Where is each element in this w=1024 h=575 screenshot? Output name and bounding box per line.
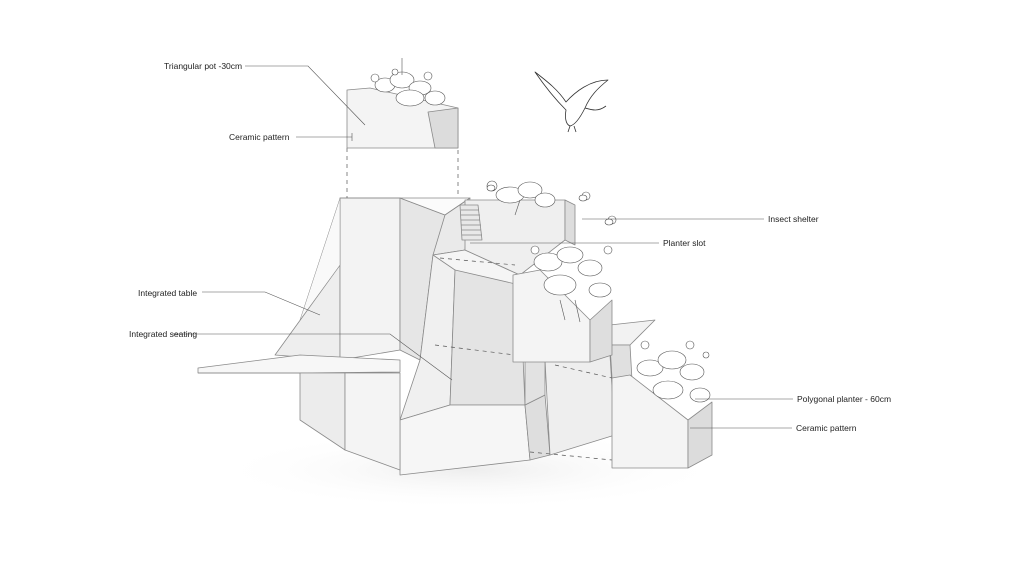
ground-shadow — [210, 430, 730, 510]
bird-icon — [534, 71, 609, 133]
label-ceramic-pattern-top: Ceramic pattern — [229, 132, 290, 142]
polygonal-planter — [611, 340, 713, 469]
insect-icons — [486, 184, 614, 226]
middle-planter — [512, 245, 613, 363]
label-integrated-seating: Integrated seating — [129, 329, 198, 339]
label-integrated-table: Integrated table — [138, 288, 198, 298]
leader-lines — [173, 65, 793, 429]
insect-shelter-stack — [459, 204, 483, 241]
assembly-dashed-lines — [346, 148, 613, 461]
label-polygonal-planter: Polygonal planter - 60cm — [797, 394, 892, 404]
label-triangular-pot: Triangular pot -30cm — [164, 61, 243, 71]
label-ceramic-pattern-bottom: Ceramic pattern — [796, 423, 857, 433]
bench-structure — [197, 197, 656, 476]
label-planter-slot: Planter slot — [663, 238, 706, 248]
triangular-pot — [346, 58, 459, 149]
label-insect-shelter: Insect shelter — [768, 214, 819, 224]
